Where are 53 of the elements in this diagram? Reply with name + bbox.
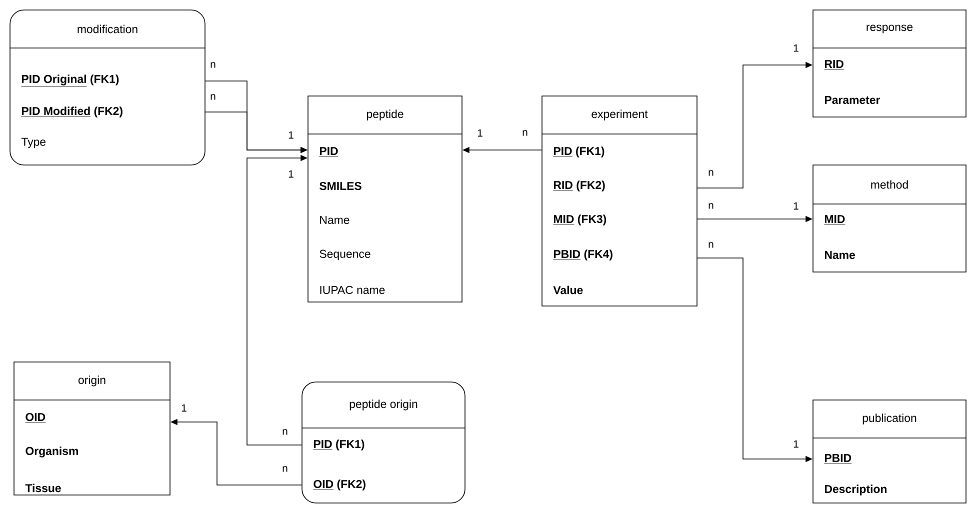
field-row: Type bbox=[21, 138, 46, 148]
entity-title: method bbox=[871, 180, 908, 189]
field-row: Tissue bbox=[25, 484, 61, 492]
field-row: OID (FK2) bbox=[313, 480, 366, 490]
entity-box bbox=[14, 362, 170, 496]
field-row: MID (FK3) bbox=[553, 214, 606, 226]
field-row: RID bbox=[824, 60, 844, 70]
field-row: Organism bbox=[26, 446, 78, 458]
cardinality-label: 1 bbox=[794, 44, 798, 52]
field-row: PID bbox=[319, 147, 338, 157]
cardinality-label: 1 bbox=[478, 129, 482, 137]
entity-title: peptide origin bbox=[350, 400, 418, 410]
cardinality-label: 1 bbox=[182, 404, 186, 412]
cardinality-label: 1 bbox=[794, 440, 798, 448]
field-row: PID Original (FK1) bbox=[21, 74, 119, 87]
entity-box bbox=[812, 164, 966, 272]
entity-box bbox=[542, 96, 698, 306]
entity-box bbox=[812, 10, 966, 118]
field-row: Value bbox=[553, 286, 583, 294]
field-row: PID (FK1) bbox=[313, 440, 364, 450]
cardinality-label: n bbox=[708, 203, 714, 209]
entity-box bbox=[302, 382, 466, 504]
cardinality-label: 1 bbox=[288, 131, 294, 139]
field-row: RID (FK2) bbox=[553, 180, 605, 192]
field-row: PID (FK1) bbox=[553, 146, 604, 158]
cardinality-label: 1 bbox=[288, 170, 294, 178]
field-row: PID Modified (FK2) bbox=[21, 106, 122, 118]
entity-title: experiment bbox=[592, 110, 648, 120]
entity-title: modification bbox=[78, 24, 138, 34]
field-row: Description bbox=[824, 484, 886, 496]
entity-box bbox=[10, 10, 206, 166]
entity-title: peptide bbox=[366, 110, 404, 120]
field-row: OID bbox=[25, 412, 46, 423]
entity-box bbox=[308, 96, 462, 302]
cardinality-label: n bbox=[522, 130, 528, 136]
cardinality-label: n bbox=[708, 170, 714, 176]
entity-title: origin bbox=[78, 376, 106, 386]
field-row: Sequence bbox=[320, 250, 370, 260]
entity-box bbox=[812, 400, 966, 504]
cardinality-label: n bbox=[282, 466, 288, 472]
entity-title: response bbox=[866, 24, 913, 34]
field-row: SMILES bbox=[320, 182, 362, 190]
field-row: PBID bbox=[824, 454, 852, 464]
field-row: PBID (FK4) bbox=[553, 250, 612, 260]
cardinality-label: n bbox=[282, 429, 288, 435]
field-row: MID bbox=[824, 215, 846, 225]
cardinality-label: n bbox=[708, 242, 714, 248]
entity-title: publication bbox=[862, 414, 916, 424]
field-row: Parameter bbox=[824, 96, 880, 104]
field-row: IUPAC name bbox=[320, 286, 385, 294]
field-row: Name bbox=[320, 216, 350, 224]
cardinality-label: 1 bbox=[794, 202, 798, 210]
field-row: Name bbox=[824, 251, 855, 259]
